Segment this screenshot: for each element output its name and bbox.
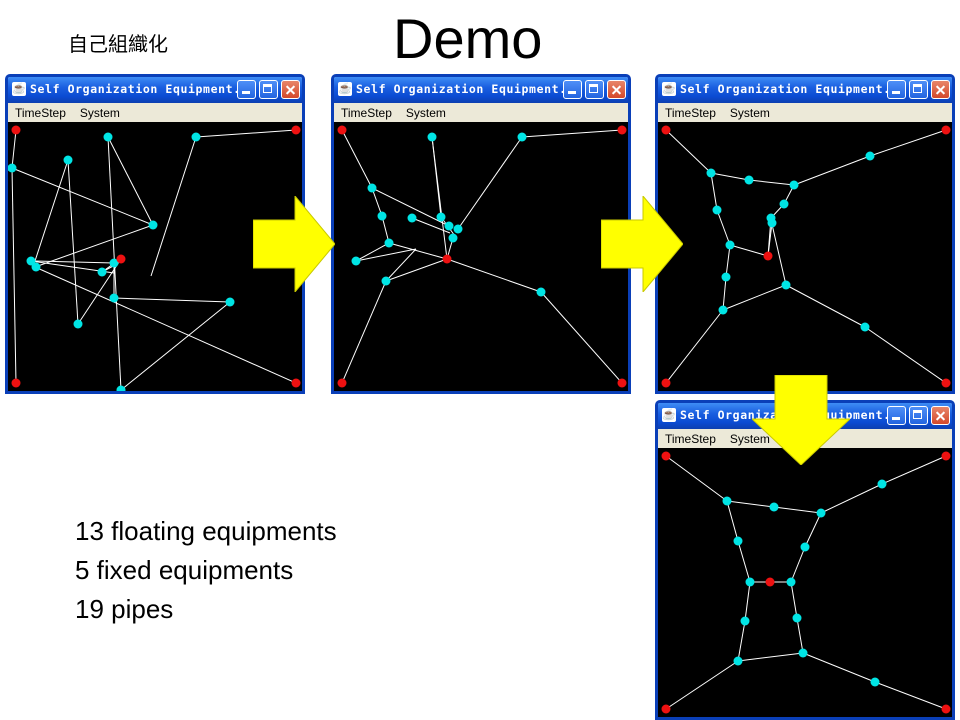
arrow-right-icon [253,196,335,292]
window-title: Self Organization Equipment... [30,82,256,96]
app-window-3[interactable]: ☕ Self Organization Equipment... TimeSte… [655,74,955,394]
fixed-equipments [337,125,627,388]
title-bar[interactable]: ☕ Self Organization Equipment... [8,77,302,103]
java-app-icon: ☕ [338,82,352,96]
pipes [341,129,623,384]
window-title: Self Organization Equipment... [356,82,582,96]
network-canvas[interactable] [658,448,952,720]
slide-subtitle: 自己組織化 [68,32,168,56]
close-button[interactable] [931,80,950,99]
floating-equipments [722,479,887,687]
menu-timestep[interactable]: TimeStep [665,431,716,446]
menu-bar: TimeStep System [334,103,628,122]
title-bar[interactable]: ☕ Self Organization Equipment... [334,77,628,103]
menu-timestep[interactable]: TimeStep [665,105,716,120]
fact-fixed-equipments: 5 fixed equipments [75,555,294,585]
menu-system[interactable]: System [79,105,120,120]
maximize-button[interactable] [909,406,928,425]
minimize-button[interactable] [563,80,582,99]
menu-timestep[interactable]: TimeStep [15,105,66,120]
menu-bar: TimeStep System [8,103,302,122]
equipment-summary: 13 floating equipments 5 fixed equipment… [75,512,337,629]
close-button[interactable] [607,80,626,99]
minimize-button[interactable] [887,406,906,425]
fixed-equipments [11,125,301,388]
maximize-button[interactable] [585,80,604,99]
maximize-button[interactable] [909,80,928,99]
pipes [11,129,297,391]
maximize-button[interactable] [259,80,278,99]
java-app-icon: ☕ [662,408,676,422]
floating-equipments [8,132,235,391]
app-window-2[interactable]: ☕ Self Organization Equipment... TimeSte… [331,74,631,394]
fact-pipes: 19 pipes [75,594,174,624]
minimize-button[interactable] [887,80,906,99]
fact-floating-equipments: 13 floating equipments [75,516,337,546]
menu-system[interactable]: System [729,431,770,446]
java-app-icon: ☕ [662,82,676,96]
close-button[interactable] [281,80,300,99]
arrow-down-icon [752,375,850,465]
menu-system[interactable]: System [729,105,770,120]
floating-equipments [351,132,546,297]
network-canvas[interactable] [658,122,952,394]
java-app-icon: ☕ [12,82,26,96]
menu-timestep[interactable]: TimeStep [341,105,392,120]
pipes [665,455,947,710]
network-canvas[interactable] [334,122,628,394]
minimize-button[interactable] [237,80,256,99]
menu-system[interactable]: System [405,105,446,120]
fixed-equipments [661,125,951,388]
title-bar[interactable]: ☕ Self Organization Equipment... [658,77,952,103]
pipes [665,129,947,384]
arrow-right-icon [601,196,683,292]
menu-bar: TimeStep System [658,103,952,122]
close-button[interactable] [931,406,950,425]
floating-equipments [706,151,875,332]
window-title: Self Organization Equipment... [680,82,906,96]
slide-title: Demo [393,7,543,70]
fixed-equipments [661,451,951,714]
